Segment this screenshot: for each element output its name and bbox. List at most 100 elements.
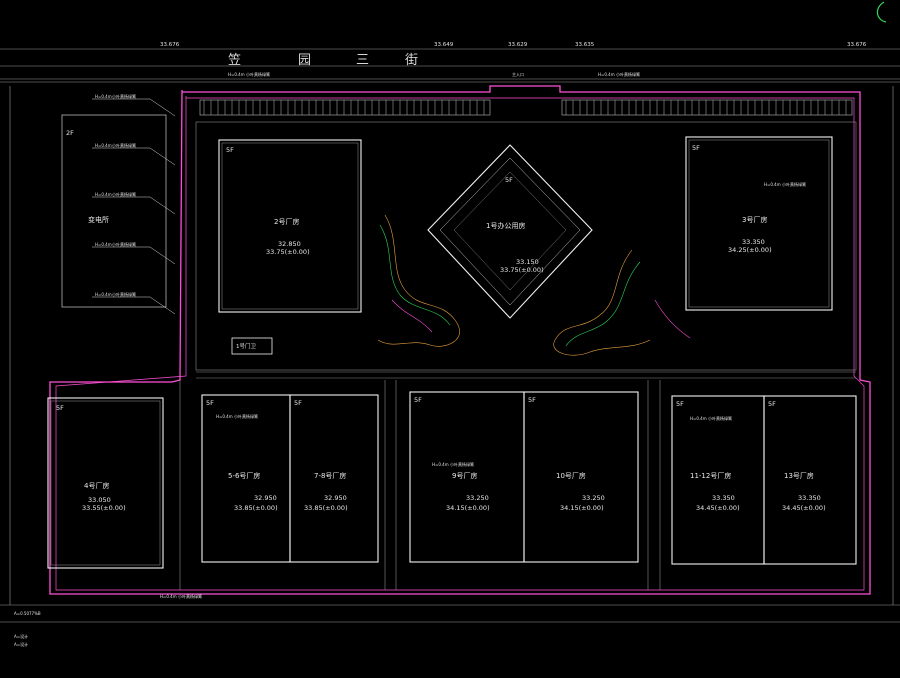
b10-elev1: 33.350 <box>798 494 821 502</box>
street-char-1: 笠 <box>228 53 243 68</box>
callout-text-7: 小叶黄杨绿篱 <box>616 71 640 77</box>
street-lines <box>0 48 900 623</box>
b2-floors: 5F <box>226 146 234 154</box>
elev-top-1: 33.676 <box>160 42 180 48</box>
landscape-left <box>377 214 460 347</box>
building-b7[interactable]: 5F 9号厂房 33.250 34.15(±0.00) <box>409 391 525 563</box>
b4-name: 4号厂房 <box>84 481 109 490</box>
b7-floors: 5F <box>414 396 422 404</box>
b6-floors: 5F <box>294 399 302 407</box>
legend-line-1: A=0.5077%B <box>14 611 41 616</box>
callout-h-4: H=0.4m <box>95 242 112 247</box>
callout-text-1: 小叶黄杨绿篱 <box>112 93 136 99</box>
guard-name: 1号门卫 <box>236 342 256 350</box>
b4-elev1: 33.050 <box>88 496 111 504</box>
building-b9[interactable]: 5F 11-12号厂房 33.350 34.45(±0.00) <box>671 395 765 565</box>
b3-elev2: 34.25(±0.00) <box>728 246 772 254</box>
elev-top-3: 33.629 <box>508 42 528 48</box>
callout-h-8: H=0.4m <box>764 182 781 187</box>
b2-name: 2号厂房 <box>274 217 299 226</box>
callout-h-2: H=0.4m <box>95 143 112 148</box>
callout-texts: H=0.4m 小叶黄杨绿篱 H=0.4m 小叶黄杨绿篱 H=0.4m 小叶黄杨绿… <box>95 71 806 599</box>
callout-text-5: 小叶黄杨绿篱 <box>112 291 136 297</box>
building-b8[interactable]: 5F 10号厂房 33.250 34.15(±0.00) <box>523 391 639 563</box>
legend-notes: A=0.5077%B A=设计 A=设计 <box>14 611 41 647</box>
callout-text-12: 小叶黄杨绿篱 <box>178 593 202 599</box>
b9-floors: 5F <box>676 400 684 408</box>
building-b1[interactable]: 5F 1号办公用房 33.150 33.75(±0.00) <box>427 144 593 319</box>
building-b2[interactable]: 5F 2号厂房 32.850 33.75(±0.00) <box>218 139 362 313</box>
callout-text-2: 小叶黄杨绿篱 <box>112 142 136 148</box>
callout-text-6: 小叶黄杨绿篱 <box>246 71 270 77</box>
callout-h-11: H=0.4m <box>690 416 707 421</box>
b2-elev1: 32.850 <box>278 240 301 248</box>
b7-elev1: 33.250 <box>466 494 489 502</box>
b9-elev1: 33.350 <box>712 494 735 502</box>
top-elevations: 33.676 33.649 33.629 33.635 33.676 <box>160 42 867 48</box>
callout-h-7: H=0.4m <box>598 72 615 77</box>
parking-top-left <box>199 99 491 116</box>
callout-h-6: H=0.4m <box>228 72 245 77</box>
b3-name: 3号厂房 <box>742 215 767 224</box>
b10-name: 13号厂房 <box>784 471 814 480</box>
b1-elev2: 33.75(±0.00) <box>500 266 544 274</box>
b8-elev2: 34.15(±0.00) <box>560 504 604 512</box>
b4-elev2: 33.55(±0.00) <box>82 504 126 512</box>
building-b5[interactable]: 5F 5-6号厂房 32.950 33.85(±0.00) <box>201 394 291 563</box>
substation-name: 变电所 <box>88 215 109 224</box>
building-b6[interactable]: 5F 7-8号厂房 32.950 33.85(±0.00) <box>289 394 379 563</box>
callout-h-1: H=0.4m <box>95 94 112 99</box>
callout-text-8: 小叶黄杨绿篱 <box>782 181 806 187</box>
entrance-label: 主入口 <box>512 71 524 77</box>
callout-text-10: 小叶黄杨绿篱 <box>450 461 474 467</box>
b2-elev2: 33.75(±0.00) <box>266 248 310 256</box>
landscape-right <box>553 249 691 356</box>
internal-roads <box>179 121 857 590</box>
b6-name: 7-8号厂房 <box>314 471 346 480</box>
b1-name: 1号办公用房 <box>486 221 525 230</box>
callout-text-9: 小叶黄杨绿篱 <box>234 413 258 419</box>
b3-floors: 5F <box>692 144 700 152</box>
elev-top-2: 33.649 <box>434 42 454 48</box>
callout-h-12: H=0.4m <box>160 594 177 599</box>
substation-floors: 2F <box>66 129 74 137</box>
b8-name: 10号厂房 <box>556 471 586 480</box>
b7-name: 9号厂房 <box>452 471 477 480</box>
street-name: 笠 园 三 街 <box>228 53 420 68</box>
north-marker <box>876 1 887 23</box>
guard-house: 1号门卫 <box>231 337 273 355</box>
callout-text-3: 小叶黄杨绿篱 <box>112 191 136 197</box>
b6-elev1: 32.950 <box>324 494 347 502</box>
b7-elev2: 34.15(±0.00) <box>446 504 490 512</box>
callout-h-10: H=0.4m <box>432 462 449 467</box>
callout-h-9: H=0.4m <box>216 414 233 419</box>
legend-line-3: A=设计 <box>14 641 28 647</box>
b5-elev1: 32.950 <box>254 494 277 502</box>
building-b4[interactable]: 5F 4号厂房 33.050 33.55(±0.00) <box>47 397 164 569</box>
b4-floors: 5F <box>56 404 64 412</box>
elev-top-5: 33.676 <box>847 42 867 48</box>
b8-floors: 5F <box>528 396 536 404</box>
b1-floors: 5F <box>505 176 513 184</box>
b5-name: 5-6号厂房 <box>228 471 260 480</box>
street-char-4: 街 <box>405 53 420 68</box>
b10-floors: 5F <box>768 400 776 408</box>
building-b10[interactable]: 5F 13号厂房 33.350 34.45(±0.00) <box>763 395 857 565</box>
parking-stall-ticks <box>203 100 847 115</box>
b8-elev1: 33.250 <box>582 494 605 502</box>
elev-top-4: 33.635 <box>575 42 595 48</box>
street-char-2: 园 <box>298 53 313 68</box>
building-b3[interactable]: 5F 3号厂房 33.350 34.25(±0.00) <box>685 136 833 311</box>
b1-elev1: 33.150 <box>516 258 539 266</box>
b10-elev2: 34.45(±0.00) <box>782 504 826 512</box>
property-boundary <box>49 85 871 595</box>
b5-elev2: 33.85(±0.00) <box>234 504 278 512</box>
b6-elev2: 33.85(±0.00) <box>304 504 348 512</box>
parking-top-right <box>561 99 853 116</box>
legend-line-2: A=设计 <box>14 633 28 639</box>
b3-elev1: 33.350 <box>742 238 765 246</box>
callout-h-5: H=0.4m <box>95 292 112 297</box>
plant-callouts <box>92 98 176 315</box>
substation-block: 2F 变电所 <box>61 114 167 308</box>
